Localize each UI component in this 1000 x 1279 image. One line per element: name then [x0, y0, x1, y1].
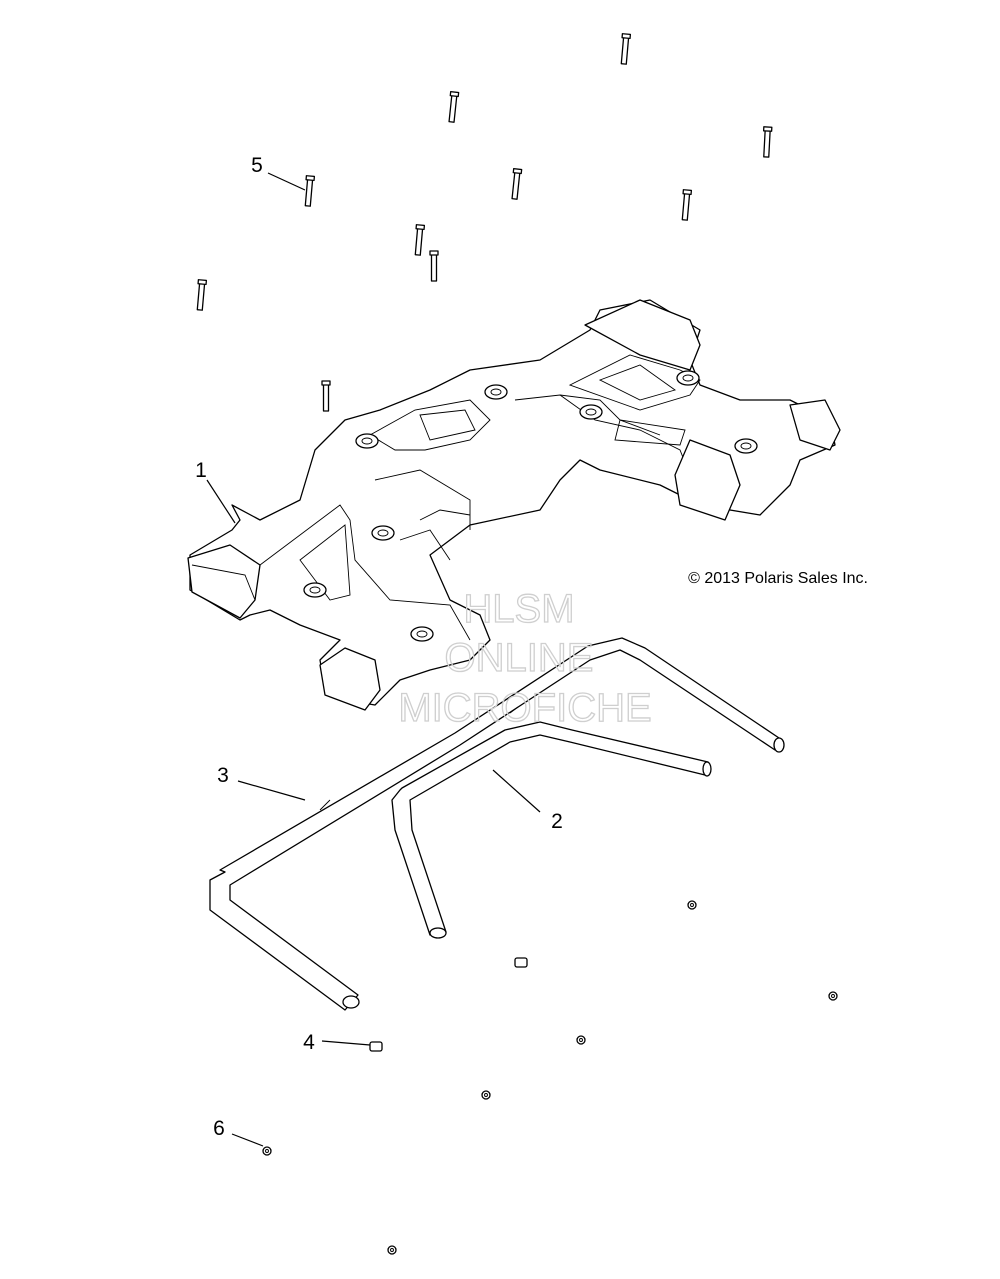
watermark: HLSM ONLINE MICROFICHE — [398, 586, 653, 730]
screw — [196, 279, 208, 311]
screw — [681, 189, 693, 221]
callout-3: 3 — [217, 764, 229, 787]
callout-labels: 1 2 3 4 5 6 — [195, 154, 563, 1140]
watermark-line-1: HLSM — [463, 587, 574, 631]
nut — [576, 1035, 586, 1045]
clip — [514, 957, 528, 968]
callout-6: 6 — [213, 1117, 225, 1140]
nut-group — [262, 900, 838, 1255]
screw — [511, 168, 523, 200]
nut — [262, 1146, 272, 1156]
screw — [321, 380, 331, 412]
screw-group — [196, 33, 773, 412]
clip — [369, 1041, 383, 1052]
callout-2: 2 — [551, 810, 563, 833]
nut — [687, 900, 697, 910]
screw — [414, 224, 426, 256]
nut — [481, 1090, 491, 1100]
screw — [304, 175, 316, 207]
nut — [828, 991, 838, 1001]
screw — [620, 33, 632, 65]
screw — [429, 250, 439, 282]
screw — [448, 91, 460, 123]
callout-5: 5 — [251, 154, 263, 177]
rear-tube — [209, 637, 785, 1011]
screw — [762, 126, 773, 158]
watermark-line-2: ONLINE — [445, 636, 594, 680]
callout-1: 1 — [195, 459, 207, 482]
rack-frame — [187, 299, 841, 711]
nut — [387, 1245, 397, 1255]
copyright-notice: © 2013 Polaris Sales Inc. — [688, 570, 868, 587]
front-tube — [391, 721, 712, 939]
watermark-line-3: MICROFICHE — [398, 686, 651, 730]
clip-group — [369, 957, 528, 1052]
leader-lines — [206, 172, 541, 1147]
callout-4: 4 — [303, 1031, 315, 1054]
